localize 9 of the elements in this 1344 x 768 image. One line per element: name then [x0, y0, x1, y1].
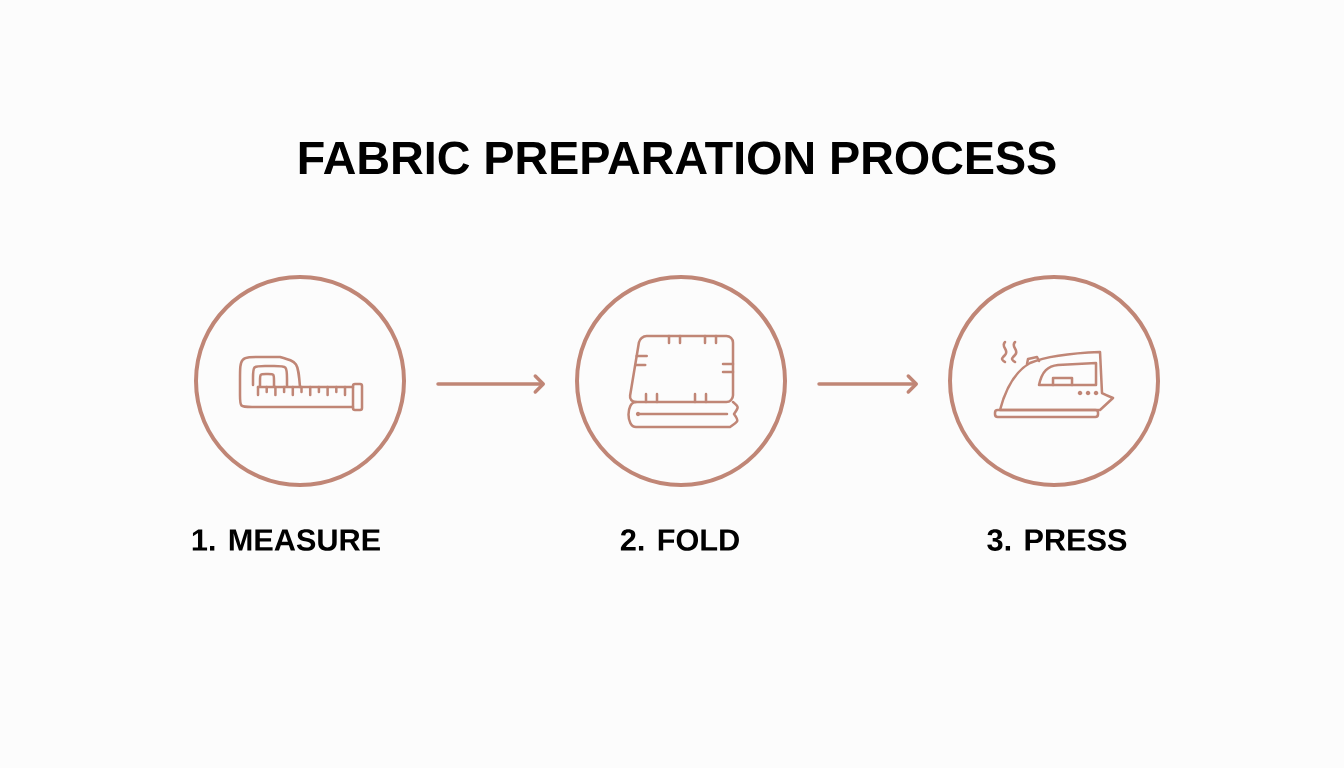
step-label: 1. MEASURE — [192, 529, 380, 551]
step-circle — [194, 275, 406, 487]
step-label: 2. FOLD — [620, 529, 739, 551]
arrow — [817, 374, 918, 394]
title: FABRIC PREPARATION PROCESS — [299, 141, 1056, 175]
step-circle — [575, 275, 787, 487]
step-label: 3. PRESS — [987, 529, 1127, 551]
arrow — [436, 374, 545, 394]
step-circle — [948, 275, 1160, 487]
